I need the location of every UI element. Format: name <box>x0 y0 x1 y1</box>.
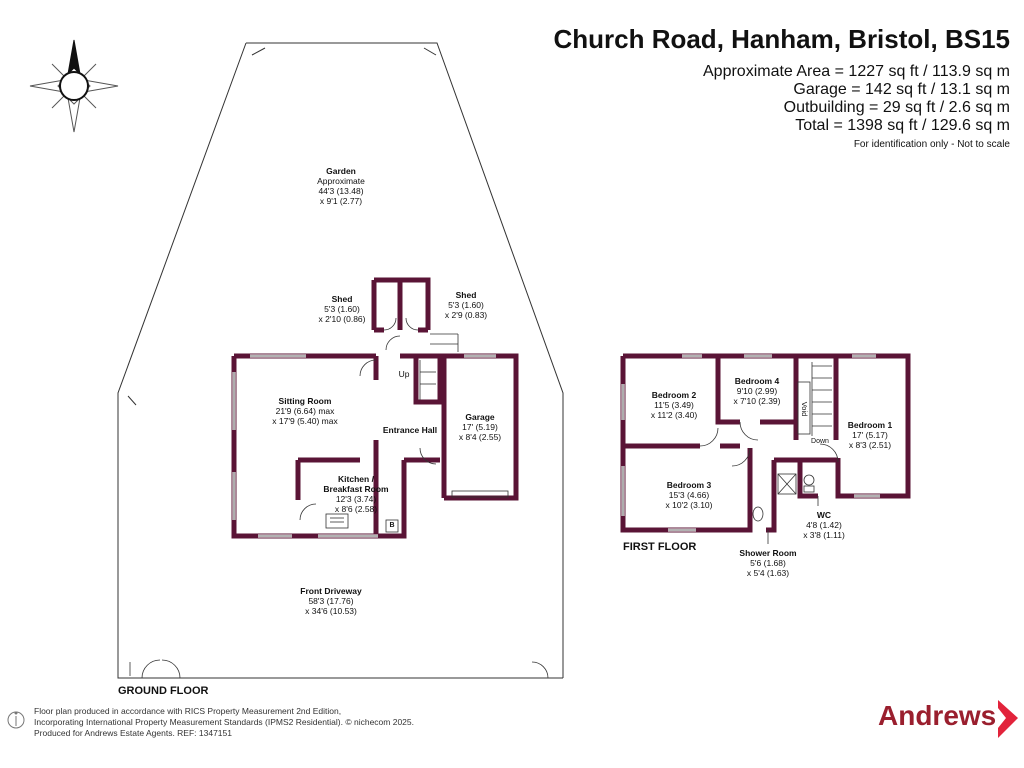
first-floor-details <box>621 354 880 544</box>
compass-icon <box>29 39 119 133</box>
room-front-driveway: Front Driveway 58'3 (17.76) x 34'6 (10.5… <box>300 586 362 616</box>
room-shower-room: Shower Room 5'6 (1.68) x 5'4 (1.63) <box>739 548 797 578</box>
room-bedroom-3: Bedroom 3 15'3 (4.66) x 10'2 (3.10) <box>665 480 713 510</box>
room-garden: Garden Approximate 44'3 (13.48) x 9'1 (2… <box>317 166 365 206</box>
room-bedroom-4: Bedroom 4 9'10 (2.99) x 7'10 (2.39) <box>733 376 781 406</box>
room-entrance-hall: Entrance Hall <box>382 425 438 435</box>
room-garage: Garage 17' (5.19) x 8'4 (2.55) <box>458 412 502 442</box>
boiler-mark: B <box>389 522 395 529</box>
room-sitting-room: Sitting Room 21'9 (6.64) max x 17'9 (5.4… <box>272 396 338 426</box>
area-garage: Garage = 142 sq ft / 13.1 sq m <box>793 81 1010 98</box>
room-bedroom-2: Bedroom 2 11'5 (3.49) x 11'2 (3.40) <box>650 390 698 420</box>
sheds-walls <box>371 277 431 333</box>
room-shed-1: Shed 5'3 (1.60) x 2'10 (0.86) <box>318 294 366 324</box>
disclaimer: For identification only - Not to scale <box>853 139 1010 150</box>
property-address: Church Road, Hanham, Bristol, BS15 <box>553 24 1010 54</box>
ground-floor-label: GROUND FLOOR <box>118 685 209 697</box>
person-icon <box>7 711 25 729</box>
first-floor-label: FIRST FLOOR <box>623 541 697 553</box>
plot-outline <box>117 42 564 679</box>
stairs-up-mark: Up <box>398 369 410 379</box>
footer-text: Floor plan produced in accordance with R… <box>34 706 414 738</box>
room-shed-2: Shed 5'3 (1.60) x 2'9 (0.83) <box>444 290 488 320</box>
area-total: Total = 1398 sq ft / 129.6 sq m <box>795 117 1010 134</box>
brand-arrow-icon <box>998 700 1018 738</box>
room-wc: WC 4'8 (1.42) x 3'8 (1.11) <box>803 510 845 540</box>
area-outbuilding: Outbuilding = 29 sq ft / 2.6 sq m <box>783 99 1010 116</box>
room-kitchen: Kitchen / Breakfast Room 12'3 (3.74) x 8… <box>323 474 389 514</box>
andrews-logo: Andrews <box>878 700 997 731</box>
area-approx: Approximate Area = 1227 sq ft / 113.9 sq… <box>703 63 1010 80</box>
room-bedroom-1: Bedroom 1 17' (5.17) x 8'3 (2.51) <box>847 420 893 450</box>
ground-floor-details <box>129 317 549 679</box>
void-mark: Void <box>800 401 809 417</box>
stairs-down-mark: Down <box>811 438 829 445</box>
